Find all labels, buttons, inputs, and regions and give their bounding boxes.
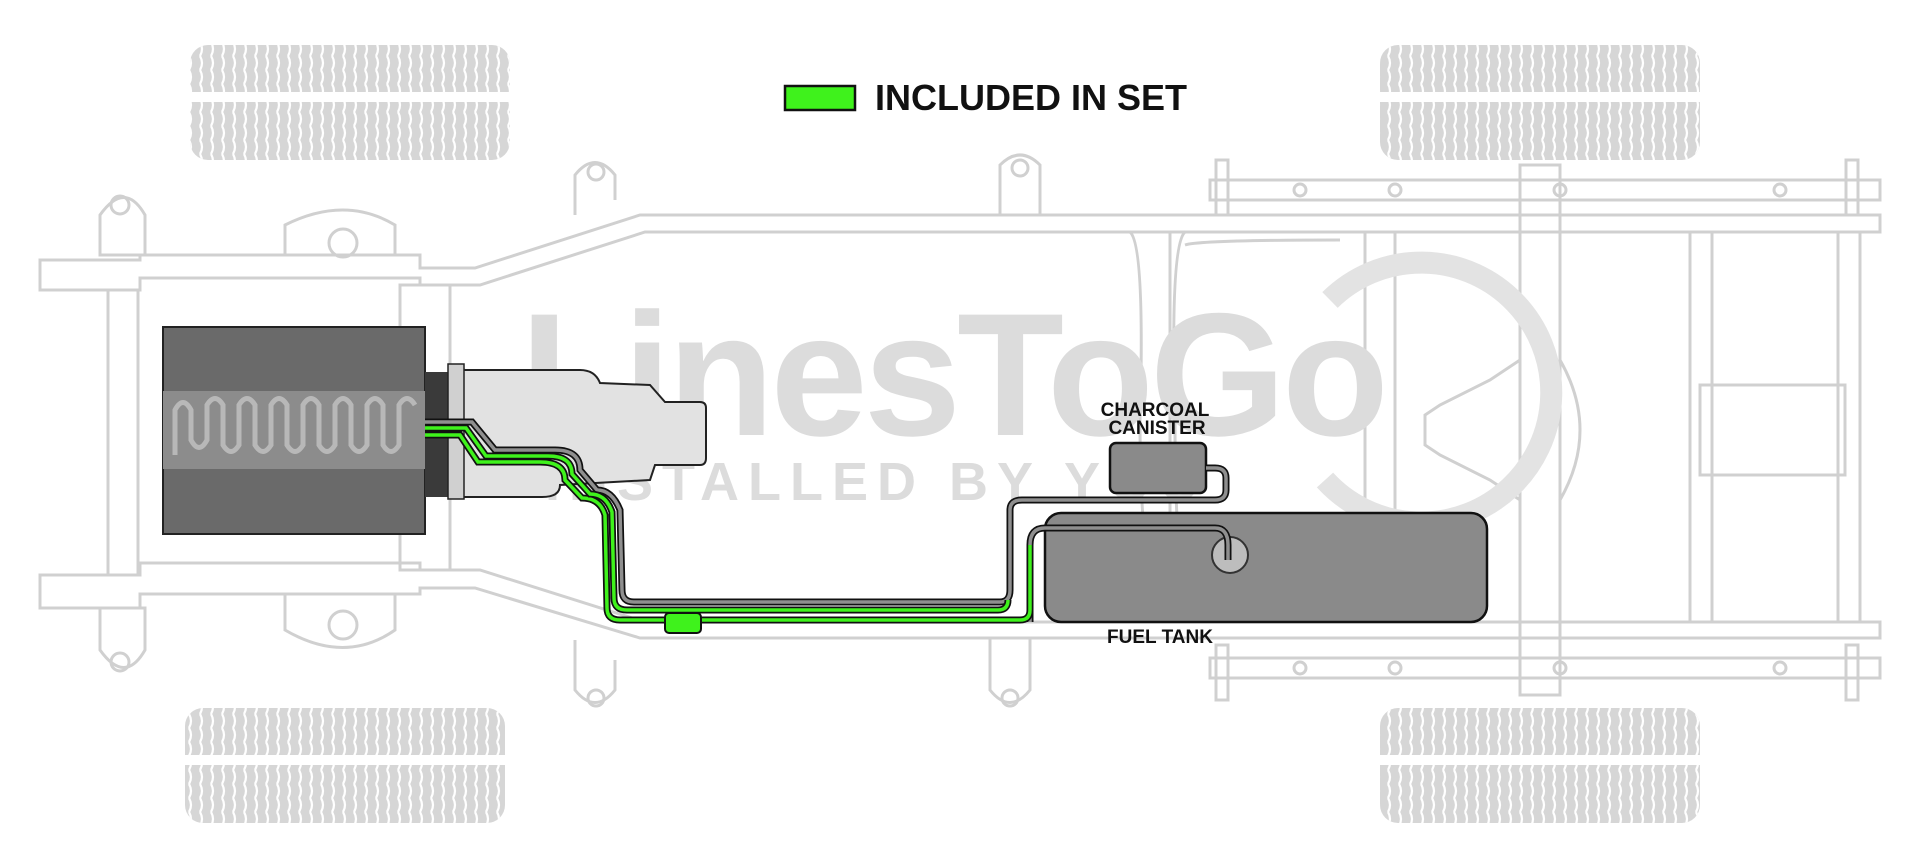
charcoal-canister [1108, 441, 1208, 495]
charcoal-canister-label-line1: CHARCOAL [1101, 400, 1210, 421]
tire-rear-left [1380, 45, 1700, 160]
tire-rear-right [1380, 708, 1700, 823]
legend-label: INCLUDED IN SET [875, 77, 1187, 118]
engine [162, 326, 450, 535]
tire-front-left [190, 45, 510, 160]
component-labels: CHARCOAL CANISTER FUEL TANK [1101, 400, 1214, 648]
legend-swatch [783, 84, 857, 112]
included-lines [425, 424, 1034, 634]
tires [185, 45, 1700, 823]
fuel-filter [664, 612, 702, 634]
watermark: LinesToGo INSTALLED BY YOU [520, 251, 1563, 534]
fuel-tank-label: FUEL TANK [1107, 627, 1213, 648]
charcoal-canister-label-line2: CANISTER [1108, 418, 1205, 439]
tire-front-right [185, 708, 505, 823]
legend: INCLUDED IN SET [783, 77, 1187, 118]
